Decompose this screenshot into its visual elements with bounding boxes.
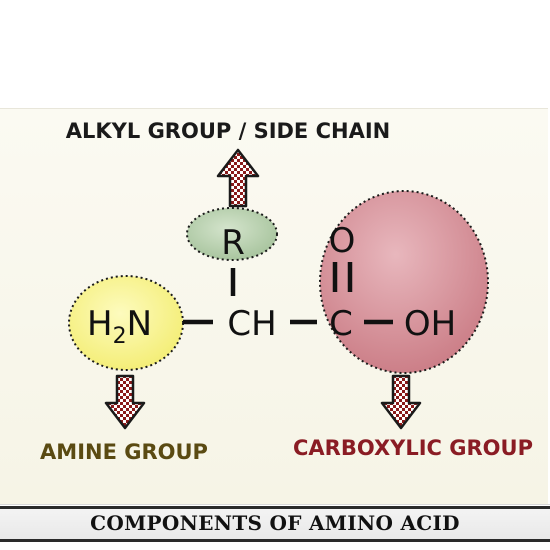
- footer-title: COMPONENTS OF AMINO ACID: [90, 511, 460, 535]
- carboxyl-circle: [319, 190, 489, 374]
- oh-symbol: OH: [404, 304, 456, 344]
- amine-label: AMINE GROUP: [40, 440, 208, 464]
- bonds: [183, 262, 393, 325]
- footer-band: [0, 506, 550, 542]
- r-symbol: R: [221, 223, 245, 263]
- amine-subscript: 2: [113, 324, 127, 349]
- side-chain-circle: [186, 207, 278, 261]
- amine-h: H: [87, 304, 113, 344]
- amine-n: N: [127, 304, 152, 344]
- ch-symbol: CH: [227, 304, 276, 344]
- side-chain-arrow: [216, 148, 260, 208]
- o-symbol: O: [329, 221, 356, 261]
- carboxylic-arrow: [380, 374, 422, 430]
- amine-arrow: [104, 374, 146, 430]
- c-symbol: C: [329, 304, 353, 344]
- amine-formula: H2N: [87, 304, 152, 349]
- side-chain-label: ALKYL GROUP / SIDE CHAIN: [66, 119, 390, 143]
- carboxylic-label: CARBOXYLIC GROUP: [293, 436, 533, 460]
